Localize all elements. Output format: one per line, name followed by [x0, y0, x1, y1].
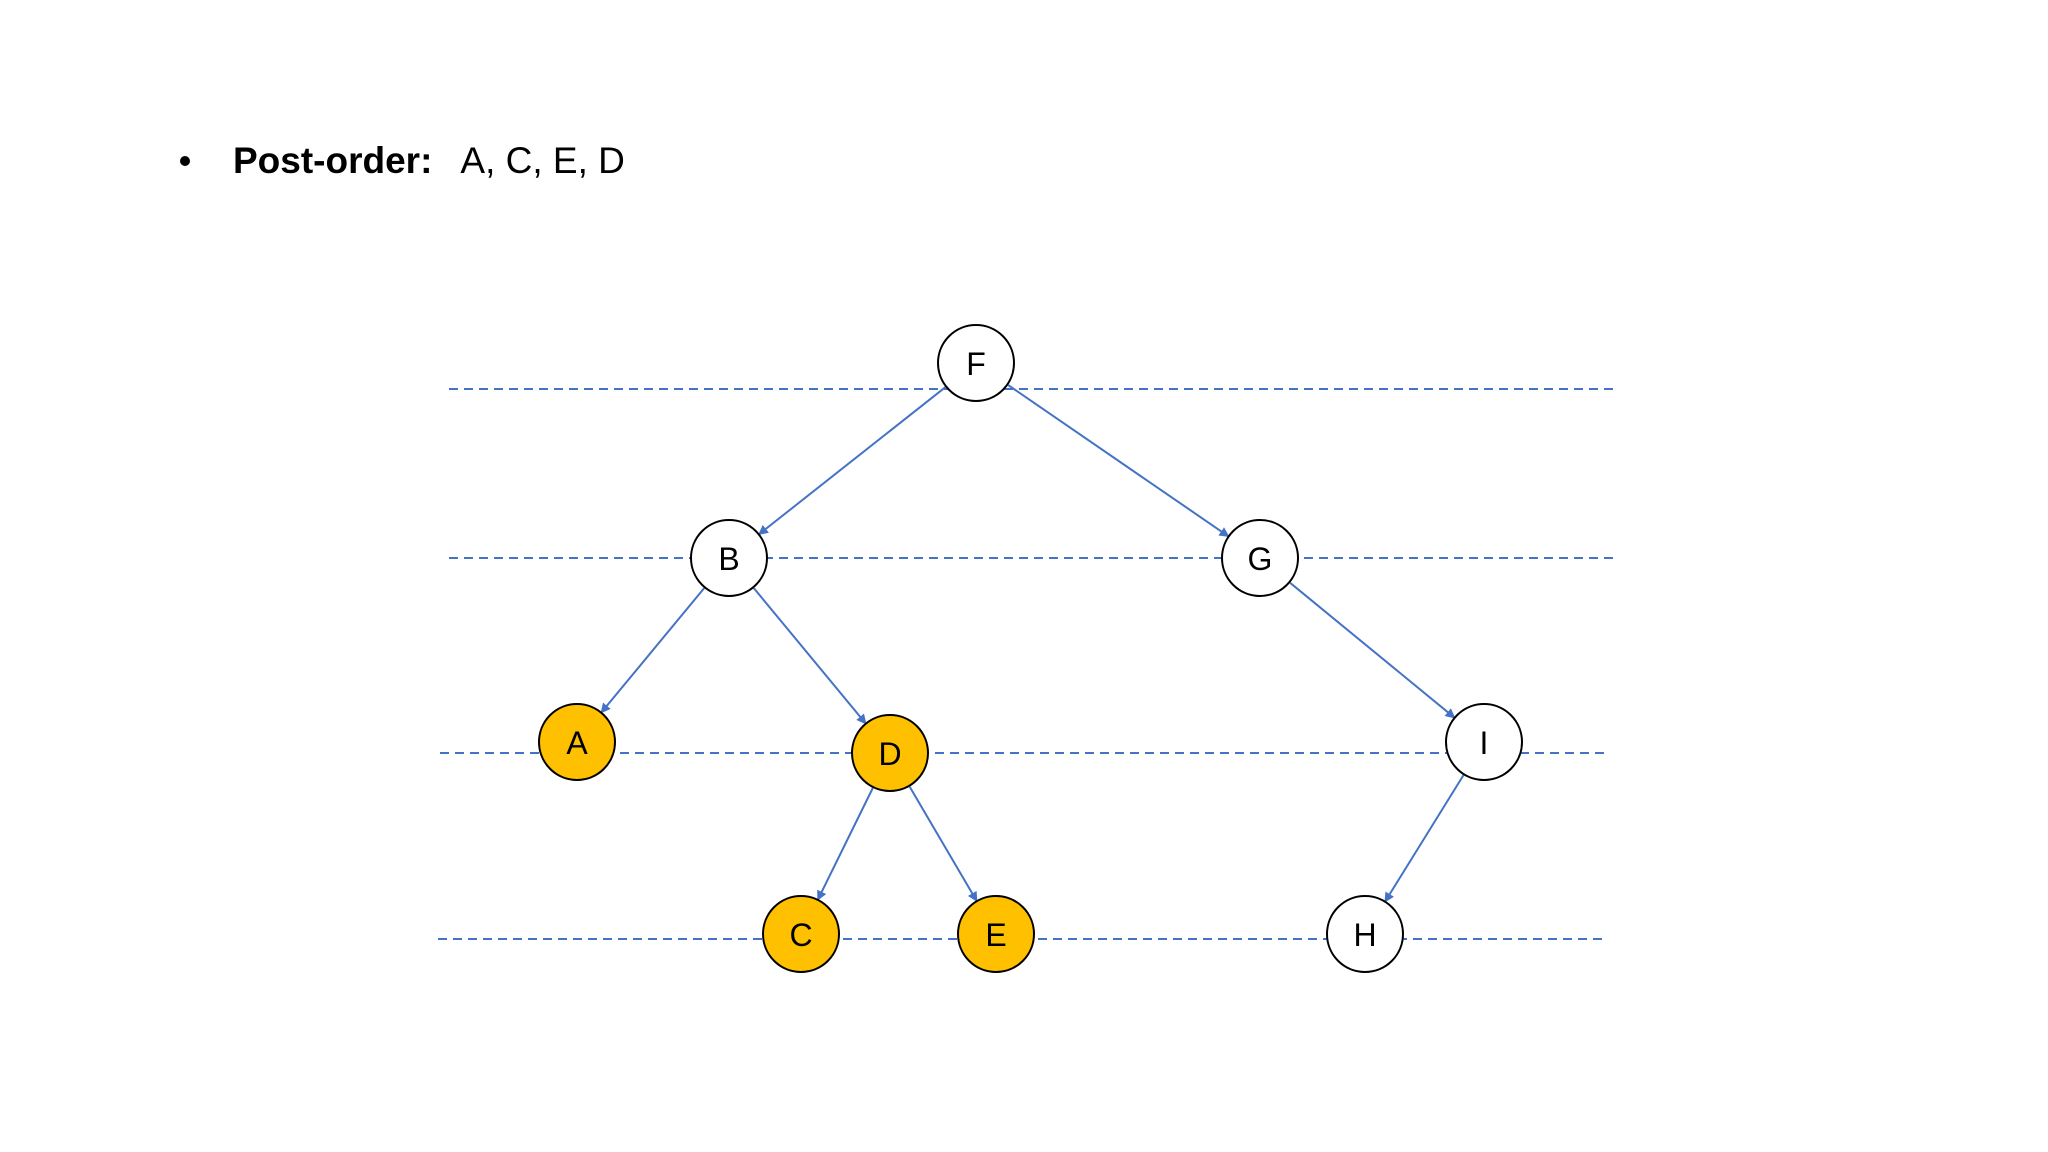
node-circle-b: [690, 519, 768, 597]
node-label-g: G: [1248, 541, 1273, 577]
node-circle-a: [538, 703, 616, 781]
node-label-e: E: [985, 917, 1006, 953]
node-circle-e: [957, 895, 1035, 973]
tree-node-e: E: [957, 895, 1035, 973]
tree-nodes: F B G A D I C E H: [538, 324, 1523, 973]
node-circle-h: [1326, 895, 1404, 973]
node-circle-i: [1445, 703, 1523, 781]
edge-d-e: [908, 786, 978, 903]
node-label-h: H: [1353, 917, 1376, 953]
post-order-bullet: Post-order: A, C, E, D: [180, 134, 625, 188]
tree-node-a: A: [538, 703, 616, 781]
node-label-f: F: [966, 346, 986, 382]
tree-node-h: H: [1326, 895, 1404, 973]
edge-g-i: [1289, 582, 1456, 719]
node-circle-c: [762, 895, 840, 973]
tree-node-f: F: [937, 324, 1015, 402]
post-order-value: A, C, E, D: [460, 140, 625, 181]
node-label-i: I: [1480, 725, 1489, 761]
post-order-label: Post-order:: [233, 140, 433, 181]
tree-node-b: B: [690, 519, 768, 597]
node-circle-g: [1221, 519, 1299, 597]
edge-i-h: [1384, 774, 1465, 903]
tree-node-c: C: [762, 895, 840, 973]
edge-b-a: [600, 587, 705, 714]
node-label-a: A: [566, 725, 588, 761]
edge-f-g: [1007, 384, 1230, 538]
edge-b-d: [753, 587, 867, 725]
node-label-d: D: [878, 736, 901, 772]
tree-node-g: G: [1221, 519, 1299, 597]
tree-node-i: I: [1445, 703, 1523, 781]
level-lines: [438, 388, 1617, 940]
node-label-b: B: [718, 541, 739, 577]
bullet-dot-icon: [180, 156, 190, 166]
edge-f-b: [758, 386, 947, 536]
node-circle-f: [937, 324, 1015, 402]
tree-node-d: D: [851, 714, 929, 792]
tree-edges: [600, 384, 1465, 903]
edge-d-c: [817, 787, 874, 901]
node-circle-d: [851, 714, 929, 792]
node-label-c: C: [789, 917, 812, 953]
